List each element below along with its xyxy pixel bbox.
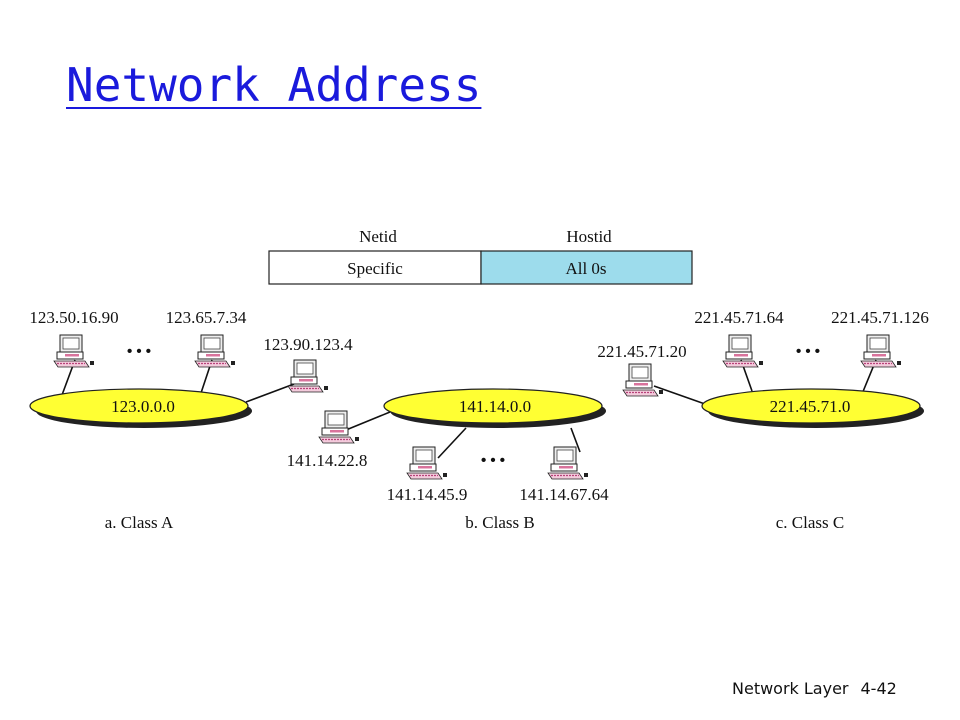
- network-address-label: 123.0.0.0: [111, 397, 175, 416]
- computer-icon: [622, 363, 664, 397]
- computer-icon: [287, 359, 329, 393]
- address-format-box: Netid Hostid Specific All 0s: [268, 227, 693, 285]
- computer-icon: [722, 334, 764, 368]
- link-line: [570, 427, 581, 453]
- link-line: [653, 385, 706, 405]
- computer-icon: [53, 334, 95, 368]
- link-line: [345, 411, 391, 431]
- footer-section-label: Network Layer: [732, 679, 849, 698]
- host-address-label: 221.45.71.64: [694, 308, 784, 327]
- computer-icon: [194, 334, 236, 368]
- class-c-network: 221.45.71.0 221.45.71.20 221.45.71.64 22…: [597, 308, 929, 532]
- link-line: [245, 383, 295, 403]
- netid-value: Specific: [347, 259, 403, 278]
- class-b-network: 141.14.0.0 141.14.22.8 141.14.45.9 141.1…: [287, 388, 609, 532]
- hostid-header: Hostid: [566, 227, 612, 246]
- slide-footer: Network Layer 4-42: [732, 679, 909, 698]
- slide-title: Network Address: [66, 58, 482, 112]
- host-address-label: 221.45.71.20: [597, 342, 686, 361]
- host-address-label: 141.14.67.64: [519, 485, 609, 504]
- hostid-cell: [480, 250, 693, 285]
- link-line: [437, 427, 467, 459]
- network-ellipse: [383, 388, 603, 424]
- host-address-label: 141.14.45.9: [387, 485, 468, 504]
- network-ellipse: [701, 388, 921, 424]
- footer-page-number: 4-42: [860, 679, 897, 698]
- computer-icon: [406, 446, 448, 480]
- class-b-caption: b. Class B: [465, 513, 534, 532]
- netid-header: Netid: [359, 227, 397, 246]
- computer-icon: [860, 334, 902, 368]
- network-address-label: 141.14.0.0: [459, 397, 531, 416]
- host-address-label: 123.65.7.34: [166, 308, 247, 327]
- host-address-label: 221.45.71.126: [831, 308, 929, 327]
- ellipsis-more-hosts: • • •: [796, 343, 820, 360]
- class-a-caption: a. Class A: [105, 513, 174, 532]
- ellipsis-more-hosts: • • •: [127, 343, 151, 360]
- class-c-caption: c. Class C: [776, 513, 844, 532]
- hostid-value: All 0s: [565, 259, 606, 278]
- host-address-label: 123.50.16.90: [29, 308, 118, 327]
- host-address-label: 141.14.22.8: [287, 451, 368, 470]
- class-a-network: 123.0.0.0 123.50.16.90 123.65.7.34 123.9…: [29, 308, 353, 532]
- network-address-label: 221.45.71.0: [770, 397, 851, 416]
- ellipsis-more-hosts: • • •: [481, 452, 505, 469]
- host-address-label: 123.90.123.4: [263, 335, 353, 354]
- netid-cell: [268, 250, 482, 285]
- computer-icon: [547, 446, 589, 480]
- network-ellipse: [29, 388, 249, 424]
